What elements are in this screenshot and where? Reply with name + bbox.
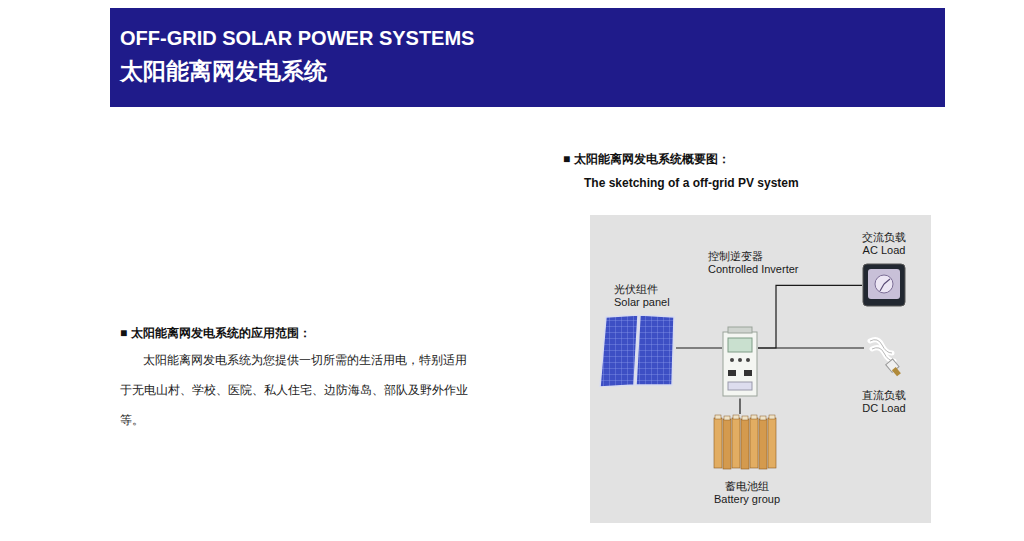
node-caption: Solar panel [614, 296, 678, 309]
inverter-picture [722, 326, 758, 398]
bulb-picture [864, 335, 904, 379]
node-caption: DC Load [856, 402, 912, 415]
wire-connector [758, 285, 862, 348]
node-heading: 交流负载 [858, 231, 910, 244]
battery-picture [712, 414, 782, 472]
wire-connector [758, 347, 864, 348]
node-heading: OFF-GRID SOLAR POWER SYSTEMS [120, 26, 935, 50]
tv-picture [862, 263, 906, 307]
section-heading: ■ 太阳能离网发电系统概要图： [563, 151, 863, 167]
node-heading: 蓄电池组 [706, 480, 788, 493]
node-heading: 直流负载 [856, 389, 912, 402]
title-band: OFF-GRID SOLAR POWER SYSTEMS 太阳能离网发电系统 [110, 8, 945, 107]
wire-connector [676, 347, 722, 348]
node-caption: Controlled Inverter [708, 263, 797, 276]
component-node: 直流负载DC Load [856, 335, 912, 415]
section-heading: ■ 太阳能离网发电系统的应用范围： [120, 325, 520, 341]
diagram-panel [590, 215, 931, 523]
component-node: 蓄电池组Battery group [706, 414, 788, 506]
body-text: 太阳能离网发电系统为您提供一切所需的生活用电，特别适用于无电山村、学校、医院、私… [120, 345, 476, 435]
component-node: 控制逆变器Controlled Inverter [705, 250, 797, 398]
component-node: 交流负载AC Load [858, 231, 910, 307]
node-caption: 太阳能离网发电系统 [120, 58, 935, 86]
solar-panel-picture [598, 315, 676, 387]
diagram-subtitle: The sketching of a off-grid PV system [584, 175, 884, 191]
node-caption: AC Load [858, 244, 910, 257]
component-node: 光伏组件Solar panel [598, 283, 678, 387]
node-heading: 光伏组件 [614, 283, 678, 296]
wire-connector [739, 398, 740, 414]
node-heading: 控制逆变器 [708, 250, 797, 263]
node-caption: Battery group [706, 493, 788, 506]
